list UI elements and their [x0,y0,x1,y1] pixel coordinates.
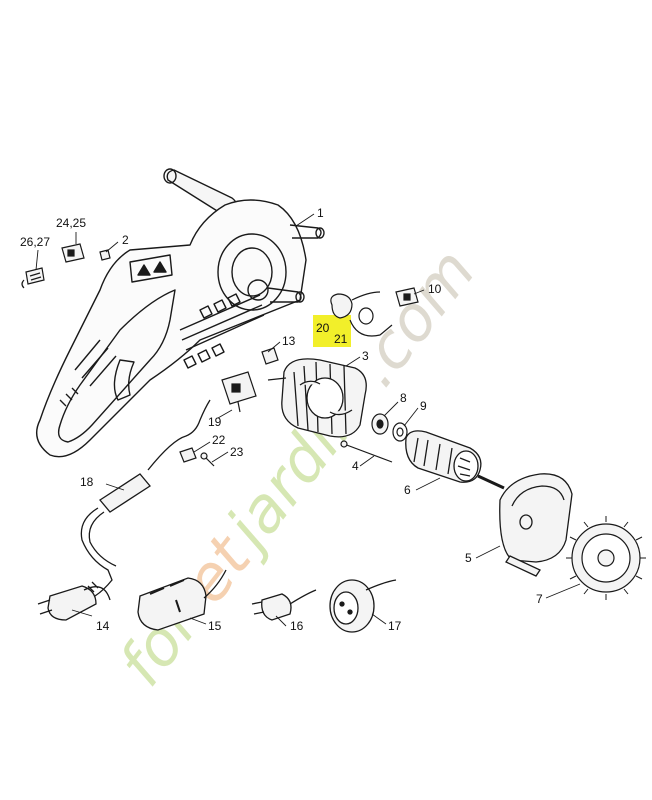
callout-3: 3 [362,349,369,363]
washer-part [392,422,408,442]
callout-5: 5 [465,551,472,565]
sprocket-part [566,516,646,600]
callout-21: 21 [334,332,348,346]
plug-part-16 [251,589,317,621]
cord-part-18 [75,399,211,605]
callout-23: 23 [230,445,244,459]
switch-part [221,371,257,413]
callout-6: 6 [404,483,411,497]
terminal-part-13 [261,347,279,365]
callout-22: 22 [212,433,226,447]
stator-part [267,358,367,438]
callout-8: 8 [400,391,407,405]
plug-part-15 [137,569,227,631]
callout-7: 7 [536,592,543,606]
callout-2: 2 [122,233,129,247]
callout-10: 10 [428,282,442,296]
cord-clamp-part-22 [179,447,197,463]
callout-14: 14 [96,619,110,633]
bearing-part [371,413,389,435]
screw-part-4 [340,440,393,463]
callout-26-27: 26,27 [20,235,50,249]
callout-4: 4 [352,459,359,473]
screw-part-23 [200,452,215,467]
highlight-parts-20-21 [313,291,393,347]
connector-part-17 [329,579,397,633]
connector-part-10 [395,287,419,307]
callout-labels: 1 2 3 4 5 6 7 8 9 10 13 14 15 16 17 18 1… [20,206,543,633]
callout-20: 20 [316,321,330,335]
callout-19: 19 [208,415,222,429]
callout-13: 13 [282,334,296,348]
leader-lines [35,213,581,627]
carbon-brush-part [21,267,45,289]
housing-part [36,168,325,458]
screw-part-2 [99,249,111,261]
callout-16: 16 [290,619,304,633]
brush-holder-part [61,243,85,263]
plug-part-14 [37,581,111,621]
callout-15: 15 [208,619,222,633]
callout-9: 9 [420,399,427,413]
callout-18: 18 [80,475,94,489]
callout-17: 17 [388,619,402,633]
guard-part [499,473,573,577]
callout-24-25: 24,25 [56,216,86,230]
armature-part [405,430,505,490]
callout-1: 1 [317,206,324,220]
